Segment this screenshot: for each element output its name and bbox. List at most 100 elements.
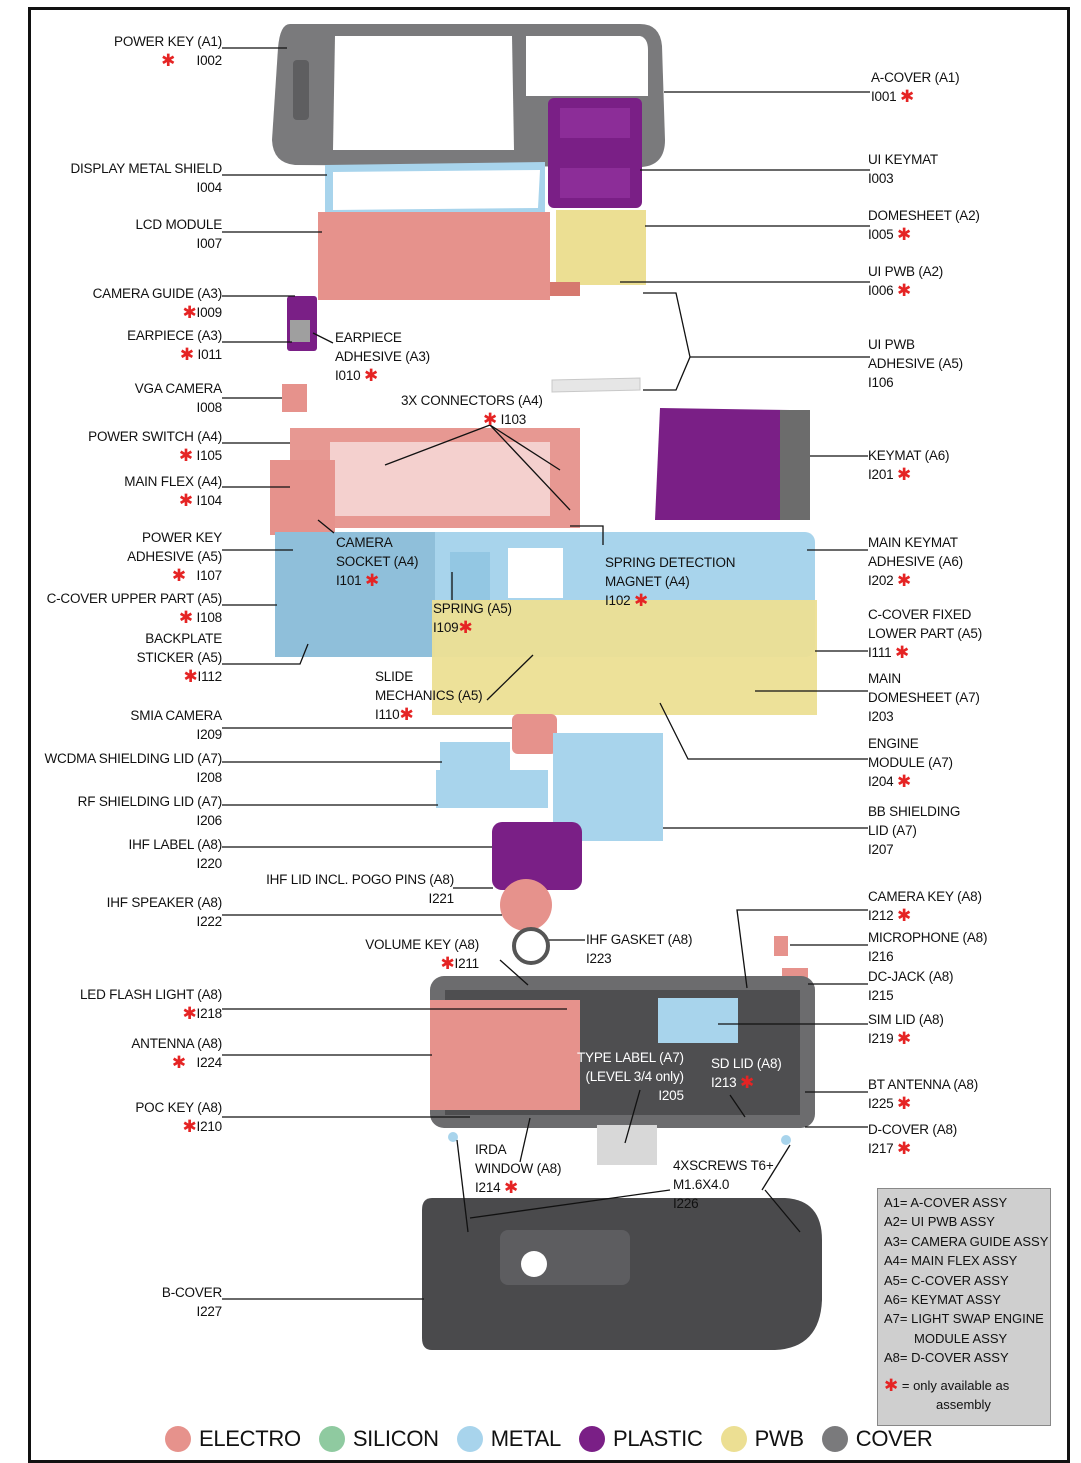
- label-text: IRDA: [475, 1142, 507, 1157]
- part-code: I207: [868, 842, 894, 857]
- part-code: I002: [196, 53, 223, 68]
- label-code-line: I213 ✱: [711, 1073, 782, 1092]
- label-text: DC-JACK (A8): [868, 969, 954, 984]
- label-text: CAMERA GUIDE (A3): [92, 286, 223, 301]
- label-text: LID (A7): [868, 823, 917, 838]
- label-code-line: ✱ I224: [131, 1053, 222, 1072]
- label-bb-shielding-lid: BB SHIELDING LID (A7) I207: [868, 802, 960, 859]
- label-text: UI KEYMAT: [868, 152, 938, 167]
- part-code: I003: [868, 171, 894, 186]
- label-code-line: ✱ I103: [401, 410, 543, 429]
- part-code: I004: [196, 180, 223, 195]
- label-code-line: ✱I211: [365, 954, 479, 973]
- label-poc-key: POC KEY (A8) ✱I210: [135, 1098, 222, 1136]
- leader-lines: [222, 47, 870, 1300]
- d-cover-part: [430, 976, 815, 1128]
- label-text: RF SHIELDING LID (A7): [77, 794, 223, 809]
- part-code: I110: [375, 707, 400, 722]
- part-code: I211: [454, 956, 480, 971]
- star-icon: ✱: [740, 1073, 755, 1092]
- label-code-line: ✱ I104: [124, 491, 222, 510]
- label-text: D-COVER (A8): [868, 1122, 958, 1137]
- label-text: DOMESHEET (A2): [868, 208, 980, 223]
- part-code: I226: [673, 1196, 699, 1211]
- part-code: I218: [196, 1006, 223, 1021]
- label-code-line: ✱ I002: [114, 51, 222, 70]
- label-d-cover: D-COVER (A8) I217 ✱: [868, 1120, 957, 1158]
- star-icon: ✱: [182, 1004, 197, 1023]
- label-text: UI PWB (A2): [868, 264, 944, 279]
- label-text: B-COVER: [161, 1285, 222, 1300]
- label-text: BT ANTENNA (A8): [868, 1077, 979, 1092]
- label-lcd-module: LCD MODULE I007: [135, 215, 222, 253]
- label-code-line: ✱I210: [135, 1117, 222, 1136]
- legend-label: PWB: [754, 1426, 805, 1451]
- part-code: I101: [336, 573, 362, 588]
- label-text: MODULE (A7): [868, 755, 953, 770]
- label-text: ADHESIVE (A5): [127, 549, 222, 564]
- part-code: I206: [196, 813, 223, 828]
- star-icon: ✱: [399, 705, 414, 724]
- part-code: I224: [196, 1055, 223, 1070]
- legend-line: A7= LIGHT SWAP ENGINE: [884, 1311, 1044, 1327]
- label-backplate-sticker: BACKPLATE STICKER (A5) ✱I112: [137, 629, 223, 686]
- star-icon: ✱: [900, 87, 915, 106]
- part-code: I225: [868, 1096, 894, 1111]
- label-power-key: POWER KEY (A1) ✱ I002: [114, 32, 222, 70]
- label-earpiece-adhesive: EARPIECE ADHESIVE (A3) I010 ✱: [335, 328, 430, 385]
- label-text: SD LID (A8): [711, 1056, 782, 1071]
- label-text: EARPIECE: [335, 330, 402, 345]
- label-led-flash-light: LED FLASH LIGHT (A8) ✱I218: [80, 985, 222, 1023]
- earpiece-part: [290, 320, 310, 342]
- star-icon: ✱: [178, 491, 193, 510]
- star-icon: ✱: [365, 571, 380, 590]
- star-icon: ✱: [178, 608, 193, 627]
- label-code-line: I110✱: [375, 705, 482, 724]
- legend-label: ELECTRO: [199, 1426, 301, 1451]
- legend-note-text: = only available as: [901, 1377, 1010, 1393]
- silicon-swatch: [318, 1426, 345, 1452]
- legend-pwb: PWB: [720, 1426, 805, 1452]
- star-icon: ✱: [182, 1117, 197, 1136]
- legend-label: METAL: [490, 1426, 562, 1451]
- part-code: I204: [868, 774, 894, 789]
- part-code: I227: [196, 1304, 223, 1319]
- star-icon: ✱: [364, 366, 379, 385]
- star-icon: ✱: [897, 1139, 912, 1158]
- display-metal-shield-part: [325, 162, 545, 218]
- part-code: I111: [868, 645, 892, 660]
- label-text: MAIN: [868, 671, 901, 686]
- label-code-line: I005 ✱: [868, 225, 980, 244]
- label-b-cover: B-COVER I227: [162, 1283, 222, 1321]
- legend-label: COVER: [855, 1426, 933, 1451]
- part-code: I213: [711, 1075, 737, 1090]
- label-power-switch: POWER SWITCH (A4) ✱ I105: [88, 427, 222, 465]
- label-sd-lid: SD LID (A8) I213 ✱: [711, 1054, 782, 1092]
- label-code-line: ✱ I108: [47, 608, 222, 627]
- label-text: POC KEY (A8): [135, 1100, 222, 1115]
- label-3x-connectors: 3X CONNECTORS (A4) ✱ I103: [401, 391, 543, 429]
- star-icon: ✱: [182, 303, 197, 322]
- label-text: IHF LID INCL. POGO PINS (A8): [266, 872, 454, 887]
- part-code: I007: [196, 236, 223, 251]
- label-text: MECHANICS (A5): [375, 688, 483, 703]
- star-icon: ✱: [483, 410, 498, 429]
- part-code: I105: [196, 448, 223, 463]
- part-code: I010: [335, 368, 361, 383]
- star-icon: ✱: [183, 667, 198, 686]
- label-text: ANTENNA (A8): [131, 1036, 222, 1051]
- part-code: I104: [196, 493, 223, 508]
- star-icon: ✱: [897, 225, 912, 244]
- label-code-line: ✱I218: [80, 1004, 222, 1023]
- legend-line: A3= CAMERA GUIDE ASSY: [884, 1233, 1049, 1249]
- label-c-cover-upper: C-COVER UPPER PART (A5) ✱ I108: [47, 589, 223, 627]
- label-text: VGA CAMERA: [134, 381, 222, 396]
- label-dc-jack: DC-JACK (A8) I215: [868, 967, 954, 1005]
- ui-keymat-part: [548, 98, 642, 208]
- label-display-metal-shield: DISPLAY METAL SHIELD I004: [70, 159, 222, 197]
- label-text: C-COVER FIXED: [868, 607, 972, 622]
- label-type-label: TYPE LABEL (A7) (LEVEL 3/4 only) I205: [577, 1048, 684, 1105]
- part-code: I214: [475, 1180, 501, 1195]
- label-camera-key: CAMERA KEY (A8) I212 ✱: [868, 887, 982, 925]
- label-bt-antenna: BT ANTENNA (A8) I225 ✱: [868, 1075, 978, 1113]
